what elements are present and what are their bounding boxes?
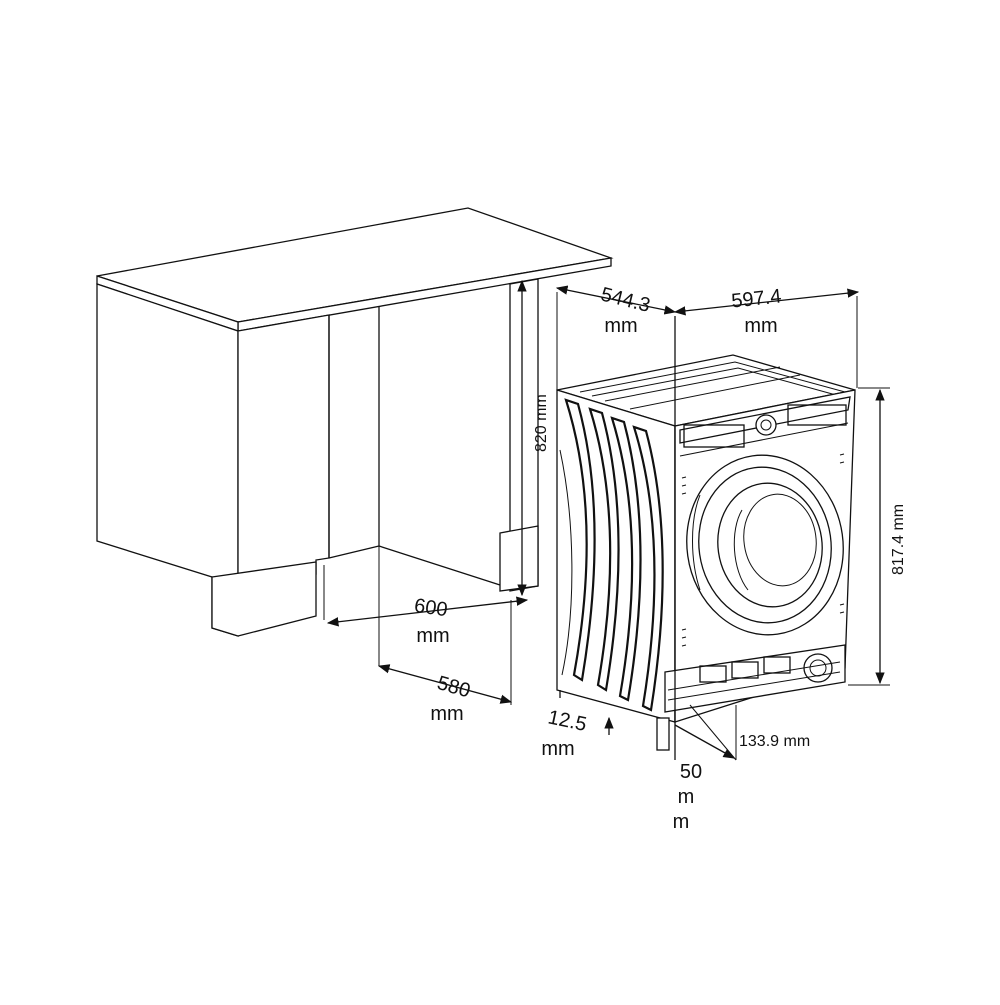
machine-height-dimension: 817.4 mm [848, 387, 907, 686]
cabinet-width-unit: mm [416, 625, 449, 647]
cabinet-height-label: 820 mm [533, 394, 550, 452]
program-knob [755, 414, 777, 436]
display-panel [787, 404, 847, 426]
foot-offset-unit: mm [541, 738, 574, 760]
rear-clearance-line-3: m [673, 811, 690, 833]
foot-offset-value: 12.5 [546, 706, 589, 736]
front-foot [656, 717, 670, 751]
side-ribs [559, 398, 664, 712]
rear-clearance-dimension: 50 m m [673, 761, 702, 833]
rear-clearance-line-2: m [678, 786, 695, 808]
detergent-drawer [683, 424, 745, 448]
machine-width-unit: mm [744, 315, 777, 337]
washing-machine [556, 354, 856, 751]
control-strip [679, 396, 851, 444]
cabinet-depth-unit: mm [430, 703, 463, 725]
drain-filter [803, 653, 833, 683]
left-plinth [211, 561, 317, 637]
machine-width-dimension: 597.4 mm [673, 285, 860, 388]
machine-depth-value: 544.3 [599, 283, 653, 316]
front-offset-label: 133.9 mm [739, 733, 810, 750]
machine-depth-unit: mm [604, 315, 637, 337]
cabinet [96, 207, 614, 637]
foot-offset-dimension: 12.5 mm [541, 706, 614, 760]
machine-width-value: 597.4 [730, 285, 782, 312]
right-plinth [499, 525, 539, 592]
front-offset-dimension: 133.9 mm [674, 704, 810, 761]
front-left-gable [237, 314, 330, 585]
rear-clearance-line-1: 50 [680, 761, 702, 783]
cabinet-height-dimension: 820 mm [517, 279, 550, 597]
machine-height-label: 817.4 mm [890, 504, 907, 575]
cabinet-depth-value: 580 [435, 672, 473, 702]
cabinet-width-value: 600 [413, 595, 449, 621]
machine-door [686, 454, 844, 636]
cabinet-width-dimension: 600 mm [323, 565, 529, 647]
